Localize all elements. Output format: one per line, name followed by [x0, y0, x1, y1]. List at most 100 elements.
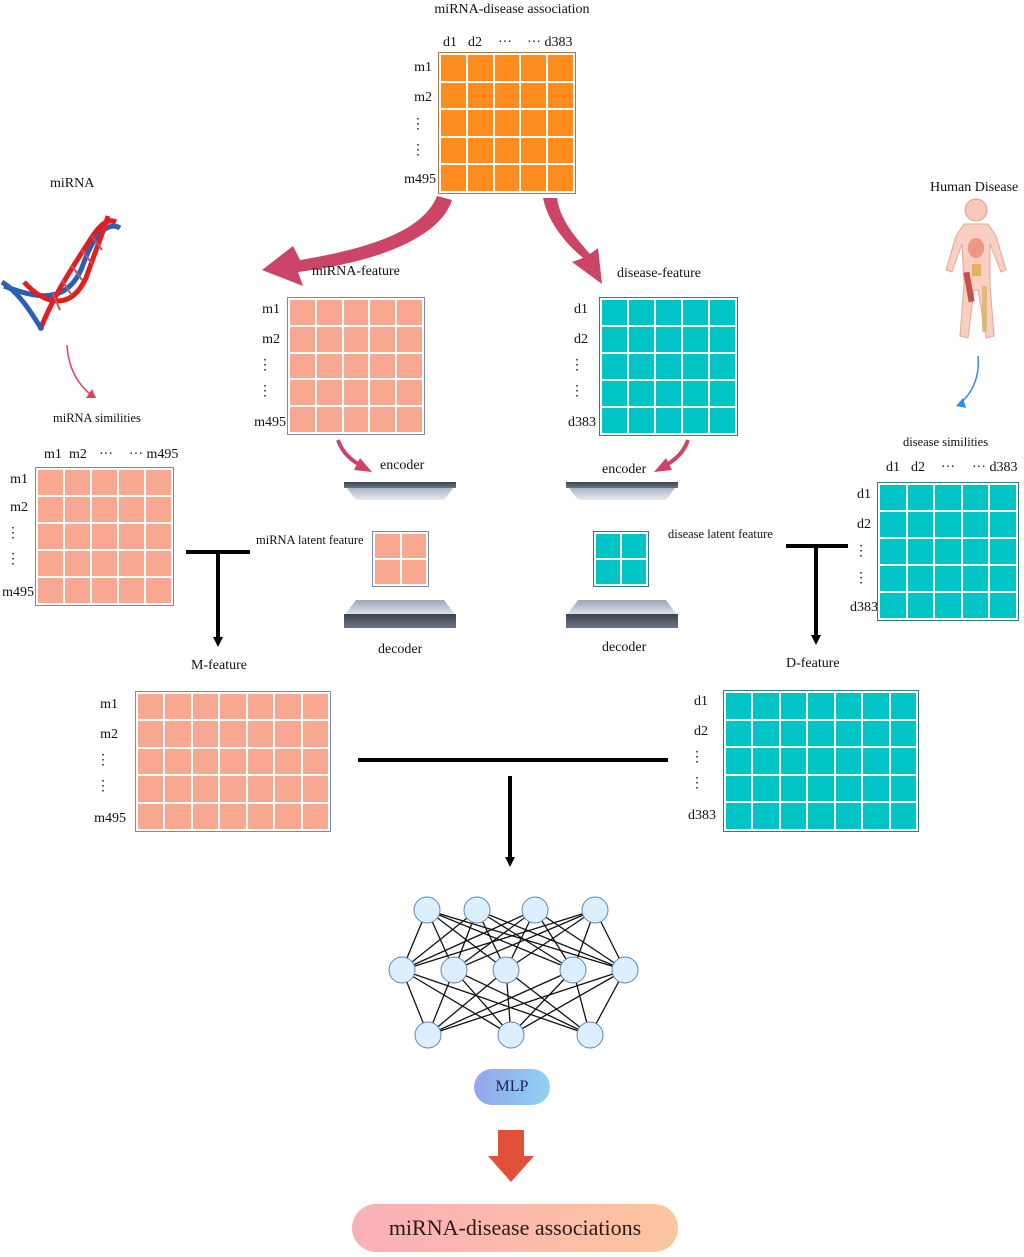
- matrix-cell: [302, 776, 328, 802]
- matrix-cell: [602, 327, 627, 352]
- disease-feature-title: disease-feature: [617, 266, 701, 281]
- assoc-col-label: d2: [468, 35, 482, 50]
- matrix-cell: [370, 407, 396, 432]
- disease-sim-col-label: ··· d383: [972, 460, 1018, 475]
- matrix-cell: [138, 748, 164, 775]
- d-feature-row-label: d1: [694, 694, 708, 709]
- m-feature-row-label: m2: [100, 727, 118, 742]
- disease-encoder-label: encoder: [602, 462, 647, 477]
- d-feature-row-label: d383: [688, 808, 716, 823]
- disease-latent-matrix: [593, 531, 649, 587]
- matrix-cell: [521, 55, 547, 81]
- matrix-cell: [629, 354, 654, 379]
- matrix-cell: [753, 803, 779, 829]
- matrix-cell: [990, 485, 1016, 510]
- assoc-col-label: ··· d383: [527, 35, 573, 50]
- matrix-cell: [192, 721, 219, 747]
- matrix-cell: [753, 775, 779, 802]
- association-title: miRNA-disease association: [434, 2, 590, 17]
- matrix-cell: [726, 748, 752, 774]
- matrix-cell: [602, 300, 627, 325]
- matrix-cell: [962, 539, 989, 564]
- matrix-cell: [38, 470, 63, 495]
- mlp-edge: [427, 969, 574, 1036]
- matrix-cell: [863, 775, 889, 802]
- d-feature-row-label: ⋮: [690, 750, 704, 765]
- matrix-cell: [710, 381, 735, 406]
- mirna-feature-title: miRNA-feature: [312, 264, 400, 279]
- mirna-encoder-shape: [344, 482, 456, 500]
- mlp-edge: [453, 909, 596, 971]
- m-feature-row-label: ⋮: [96, 779, 110, 794]
- matrix-cell: [962, 566, 989, 591]
- assoc-col-label: d1: [443, 35, 457, 50]
- matrix-cell: [780, 775, 807, 802]
- matrix-cell: [397, 407, 422, 432]
- mlp-neuron: [440, 956, 468, 984]
- matrix-cell: [343, 380, 369, 406]
- matrix-cell: [907, 485, 934, 510]
- d-feature-row-label: d2: [694, 724, 708, 739]
- matrix-cell: [710, 327, 735, 352]
- matrix-cell: [622, 534, 646, 558]
- matrix-cell: [629, 408, 654, 433]
- matrix-cell: [835, 803, 862, 829]
- matrix-cell: [343, 353, 369, 379]
- disease-sim-col-label: d2: [911, 460, 925, 475]
- matrix-cell: [808, 748, 834, 774]
- matrix-cell: [935, 539, 961, 564]
- matrix-cell: [316, 326, 342, 352]
- mirna-sim-col-label: m2: [69, 447, 87, 462]
- matrix-cell: [683, 354, 708, 379]
- matrix-cell: [165, 776, 191, 802]
- matrix-cell: [290, 300, 315, 325]
- mirna-similarity-matrix: [35, 467, 174, 606]
- mlp-neuron: [463, 896, 491, 924]
- matrix-cell: [119, 578, 144, 603]
- matrix-cell: [397, 326, 422, 352]
- mirna-sim-col-label: ··· m495: [129, 447, 179, 462]
- mlp-edge: [427, 969, 626, 1036]
- matrix-cell: [316, 380, 342, 406]
- matrix-cell: [629, 300, 654, 325]
- matrix-cell: [808, 775, 834, 802]
- matrix-cell: [962, 485, 989, 510]
- matrix-cell: [441, 110, 466, 136]
- matrix-cell: [220, 776, 246, 802]
- matrix-cell: [165, 694, 191, 720]
- disease-decoder-label: decoder: [602, 640, 647, 655]
- matrix-cell: [441, 55, 466, 81]
- matrix-cell: [343, 326, 369, 352]
- matrix-cell: [880, 512, 906, 537]
- matrix-cell: [38, 551, 63, 576]
- matrix-cell: [656, 408, 681, 433]
- matrix-cell: [753, 748, 779, 774]
- matrix-cell: [890, 748, 916, 774]
- matrix-cell: [863, 803, 889, 829]
- matrix-cell: [656, 327, 681, 352]
- matrix-cell: [146, 497, 171, 522]
- matrix-cell: [247, 803, 274, 829]
- matrix-cell: [146, 551, 171, 576]
- matrix-cell: [863, 720, 889, 747]
- matrix-cell: [65, 578, 90, 603]
- dna-icon: [0, 215, 122, 332]
- disease-similarity-title: disease similities: [903, 435, 989, 449]
- mlp-edge: [427, 969, 507, 1036]
- matrix-cell: [290, 353, 315, 379]
- mlp-neuron: [497, 1021, 525, 1049]
- matrix-cell: [275, 803, 301, 829]
- matrix-cell: [629, 381, 654, 406]
- mirna-feature-row-label: m2: [262, 332, 280, 347]
- matrix-cell: [119, 551, 144, 576]
- matrix-cell: [835, 775, 862, 802]
- mirna-feature-row-label: ⋮: [258, 384, 272, 399]
- mlp-neuron: [413, 896, 441, 924]
- matrix-cell: [990, 593, 1016, 618]
- matrix-cell: [521, 110, 547, 136]
- matrix-cell: [548, 110, 573, 136]
- matrix-cell: [835, 720, 862, 747]
- assoc-col-label: ···: [498, 35, 512, 50]
- matrix-cell: [656, 381, 681, 406]
